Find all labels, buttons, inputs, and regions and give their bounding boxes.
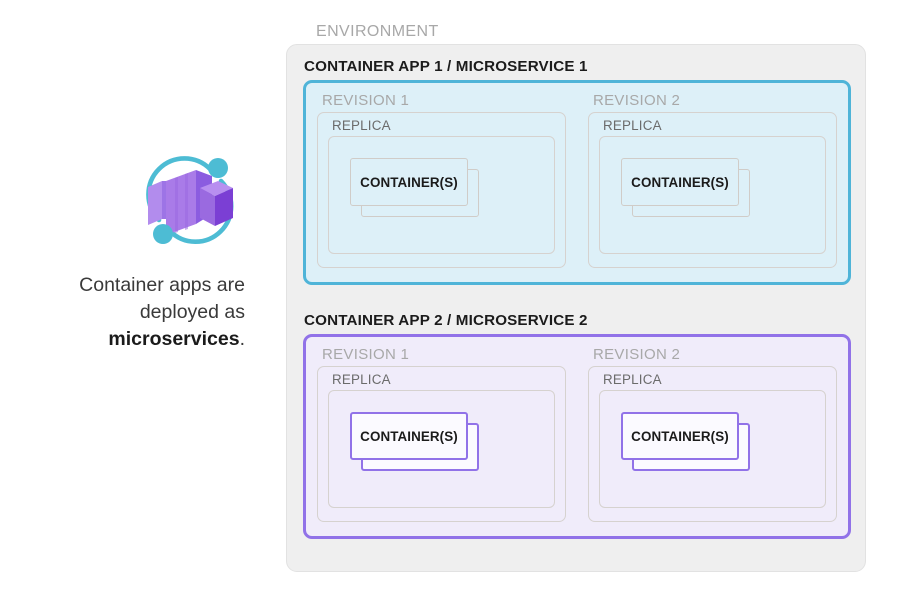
container-app-1-title: CONTAINER APP 1 / MICROSERVICE 1: [304, 58, 588, 75]
container-cube-right-icon: [200, 181, 233, 226]
replica-inner-frame: CONTAINER(S): [328, 390, 555, 508]
revision-label: REVISION 2: [593, 346, 681, 363]
container-app-group-2: CONTAINER APP 2 / MICROSERVICE 2 REVISIO…: [303, 312, 851, 539]
revision-label: REVISION 1: [322, 346, 410, 363]
revision-1-app-2: REVISION 1 REPLICA CONTAINER(S): [306, 337, 577, 536]
container-label: CONTAINER(S): [360, 174, 458, 190]
caption-period: .: [239, 328, 245, 350]
replica-inner-frame: CONTAINER(S): [599, 136, 826, 254]
revision-label: REVISION 2: [593, 92, 681, 109]
dot-top-right-icon: [208, 158, 228, 178]
container-stack: CONTAINER(S): [621, 412, 750, 480]
caption-emphasis: microservices: [108, 328, 240, 350]
caption-line-1: Container apps are: [79, 274, 245, 296]
left-panel: Container apps are deployed as microserv…: [0, 0, 285, 598]
caption-text: Container apps are deployed as microserv…: [30, 272, 245, 353]
revision-2-app-2: REVISION 2 REPLICA CONTAINER(S): [577, 337, 848, 536]
revision-2-app-1: REVISION 2 REPLICA CONTAINER(S): [577, 83, 848, 282]
environment-box: CONTAINER APP 1 / MICROSERVICE 1 REVISIO…: [286, 44, 866, 572]
replica-inner-frame: CONTAINER(S): [599, 390, 826, 508]
container-app-group-1: CONTAINER APP 1 / MICROSERVICE 1 REVISIO…: [303, 58, 851, 285]
container-label: CONTAINER(S): [631, 174, 729, 190]
replica-label: REPLICA: [332, 372, 391, 387]
replica-box: REPLICA CONTAINER(S): [317, 112, 566, 268]
replica-label: REPLICA: [603, 372, 662, 387]
container-label: CONTAINER(S): [360, 428, 458, 444]
revision-label: REVISION 1: [322, 92, 410, 109]
dot-bottom-left-icon: [153, 224, 173, 244]
replica-label: REPLICA: [332, 118, 391, 133]
caption-line-2: deployed as: [139, 301, 245, 323]
container-box-front: CONTAINER(S): [350, 412, 468, 460]
replica-label: REPLICA: [603, 118, 662, 133]
container-stack: CONTAINER(S): [350, 158, 479, 226]
container-box-front: CONTAINER(S): [350, 158, 468, 206]
container-stack: CONTAINER(S): [350, 412, 479, 480]
container-slab-left-icon: [148, 181, 168, 225]
environment-label: ENVIRONMENT: [316, 23, 439, 40]
replica-box: REPLICA CONTAINER(S): [588, 112, 837, 268]
container-box-front: CONTAINER(S): [621, 158, 739, 206]
azure-container-apps-logo: [138, 148, 242, 252]
container-app-2-body: REVISION 1 REPLICA CONTAINER(S) REVISION: [303, 334, 851, 539]
replica-box: REPLICA CONTAINER(S): [588, 366, 837, 522]
container-label: CONTAINER(S): [631, 428, 729, 444]
container-stack: CONTAINER(S): [621, 158, 750, 226]
revision-1-app-1: REVISION 1 REPLICA CONTAINER(S): [306, 83, 577, 282]
replica-box: REPLICA CONTAINER(S): [317, 366, 566, 522]
replica-inner-frame: CONTAINER(S): [328, 136, 555, 254]
container-app-2-title: CONTAINER APP 2 / MICROSERVICE 2: [304, 312, 588, 329]
container-app-1-body: REVISION 1 REPLICA CONTAINER(S) REVISION: [303, 80, 851, 285]
container-box-front: CONTAINER(S): [621, 412, 739, 460]
logo-svg: [146, 156, 234, 244]
